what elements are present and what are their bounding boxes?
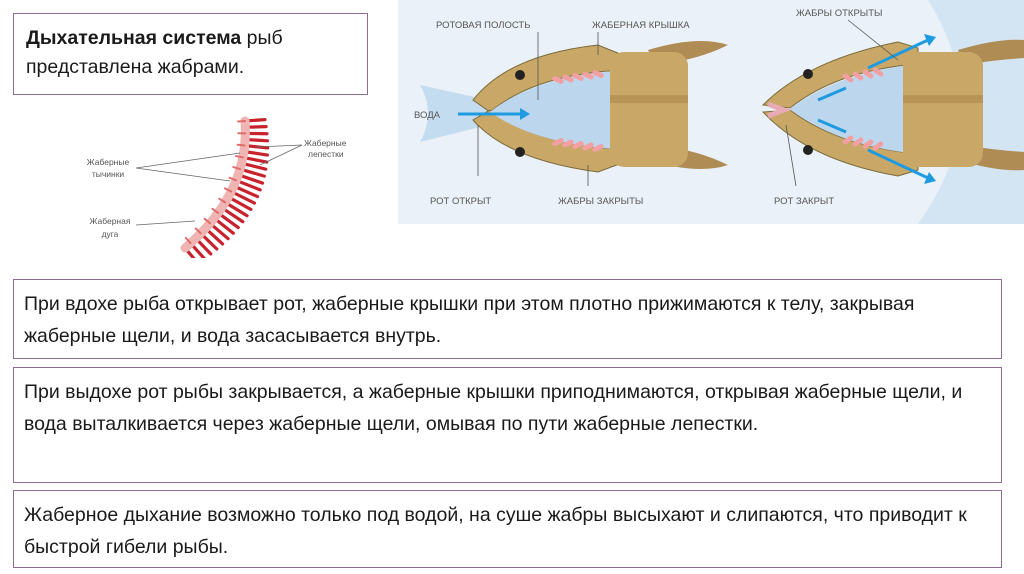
label-arch-2: дуга	[102, 229, 119, 239]
label-arch-1: Жаберная	[90, 216, 131, 226]
body-segment	[610, 52, 688, 167]
label-water: ВОДА	[414, 110, 441, 121]
fish-eye	[515, 70, 525, 80]
label-rakers-1: Жаберные	[87, 157, 130, 167]
label-gills-closed: ЖАБРЫ ЗАКРЫТЫ	[558, 196, 643, 207]
label-operculum: ЖАБЕРНАЯ КРЫШКА	[592, 20, 690, 31]
gill-raker	[236, 156, 243, 157]
intro-bold-text: Дыхательная система	[26, 27, 241, 49]
paragraph-exhale: При выдохе рот рыбы закрывается, а жабер…	[13, 367, 1002, 483]
fish-eye	[803, 69, 813, 79]
fish-eye	[803, 145, 813, 155]
label-gills-open: ЖАБРЫ ОТКРЫТЫ	[796, 8, 882, 19]
body-band	[903, 95, 983, 103]
leader-line	[136, 221, 195, 225]
intro-box: Дыхательная система рыб представлена жаб…	[13, 13, 368, 95]
label-filaments-1: Жаберные	[304, 138, 347, 148]
fish-breathing-diagram: РОТОВАЯ ПОЛОСТЬ ЖАБЕРНАЯ КРЫШКА ВОДА РОТ…	[398, 0, 1024, 224]
label-mouth-open: РОТ ОТКРЫТ	[430, 196, 491, 207]
label-mouth-cavity: РОТОВАЯ ПОЛОСТЬ	[436, 20, 530, 31]
leader-line	[136, 153, 240, 168]
body-band	[610, 95, 688, 103]
fish-exhale: ЖАБРЫ ОТКРЫТЫ РОТ ЗАКРЫТ	[763, 0, 1024, 224]
leader-line	[136, 168, 230, 181]
label-rakers-2: тычинки	[92, 169, 125, 179]
gill-raker	[238, 145, 245, 146]
body-segment	[903, 52, 983, 167]
label-filaments-2: лепестки	[308, 149, 344, 159]
label-mouth-closed: РОТ ЗАКРЫТ	[774, 196, 834, 207]
fish-eye	[515, 147, 525, 157]
gill-arch-diagram: Жаберные лепестки Жаберные тычинки Жабер…	[70, 113, 370, 258]
fish-inhale: РОТОВАЯ ПОЛОСТЬ ЖАБЕРНАЯ КРЫШКА ВОДА РОТ…	[414, 20, 728, 207]
paragraph-land: Жаберное дыхание возможно только под вод…	[13, 490, 1002, 568]
paragraph-inhale: При вдохе рыба открывает рот, жаберные к…	[13, 279, 1002, 359]
